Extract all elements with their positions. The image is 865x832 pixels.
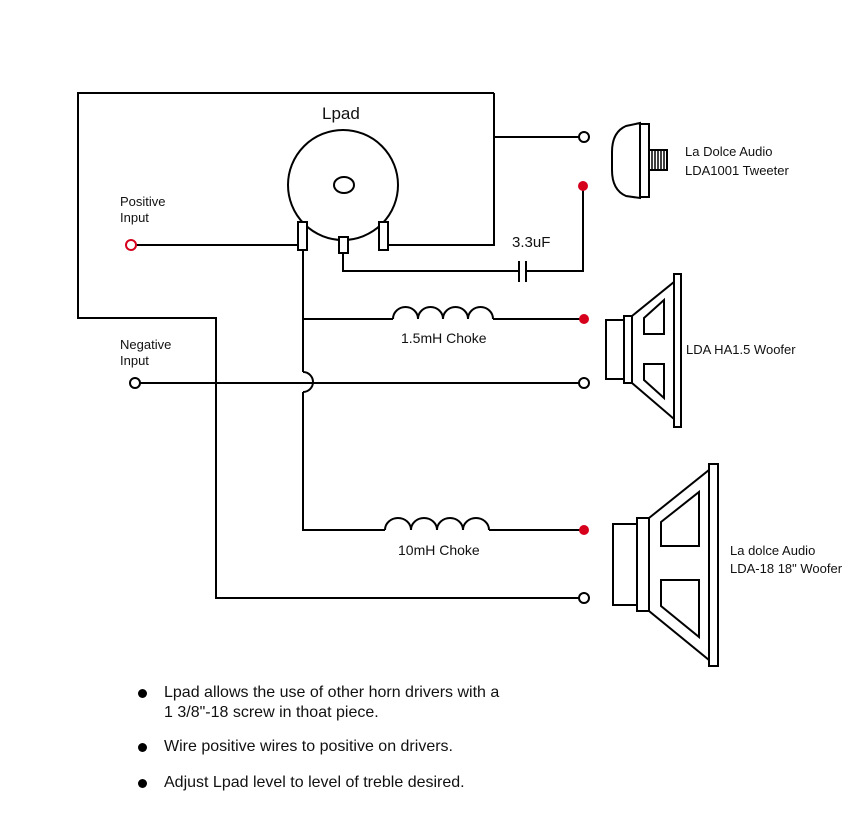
note-item: Wire positive wires to positive on drive… [138,737,838,757]
woofer-2-icon [612,463,719,667]
notes-list: Lpad allows the use of other horn driver… [138,683,838,793]
woofer-1-positive-terminal [579,314,589,324]
note-text: Adjust Lpad level to level of treble des… [164,774,465,791]
woofer-1-icon [605,273,682,428]
note-item: Adjust Lpad level to level of treble des… [138,773,838,793]
lpad-label: Lpad [322,104,360,123]
negative-input-terminal [129,377,141,389]
note-text: 1 3/8"-18 screw in thoat piece. [164,704,379,721]
capacitor-label: 3.3uF [512,234,550,251]
capacitor-icon [518,261,527,282]
wire-outer-left-loop [77,92,580,599]
note-item: Lpad allows the use of other horn driver… [138,683,838,723]
choke-1-label: 1.5mH Choke [401,330,487,346]
choke-2-label: 10mH Choke [398,542,480,558]
note-text: Lpad allows the use of other horn driver… [164,684,500,701]
positive-input-terminal [125,239,137,251]
tweeter-negative-terminal [578,131,590,143]
woofer-1-label: LDA HA1.5 Woofer [686,342,796,357]
woofer-1-negative-terminal [578,377,590,389]
note-text: Wire positive wires to positive on drive… [164,738,453,755]
woofer-2-positive-terminal [579,525,589,535]
negative-input-label: Negative Input [120,337,175,368]
positive-input-label: Positive Input [120,194,169,225]
tweeter-icon [611,121,668,200]
wire-lpad-to-tweeter-negative [386,93,495,246]
wire-positive-bus-lower [302,392,385,531]
choke-1-inductor-icon [392,306,494,320]
wire-capacitor-to-tweeter-positive [526,187,584,272]
tweeter-positive-terminal [578,181,588,191]
woofer-2-label: La dolce Audio LDA-18 18" Woofer [730,543,843,576]
woofer-2-negative-terminal [578,592,590,604]
tweeter-label: La Dolce Audio LDA1001 Tweeter [685,144,789,178]
lpad-icon [287,129,399,254]
wire-lpad-to-capacitor [342,248,518,272]
choke-2-inductor-icon [384,517,490,531]
